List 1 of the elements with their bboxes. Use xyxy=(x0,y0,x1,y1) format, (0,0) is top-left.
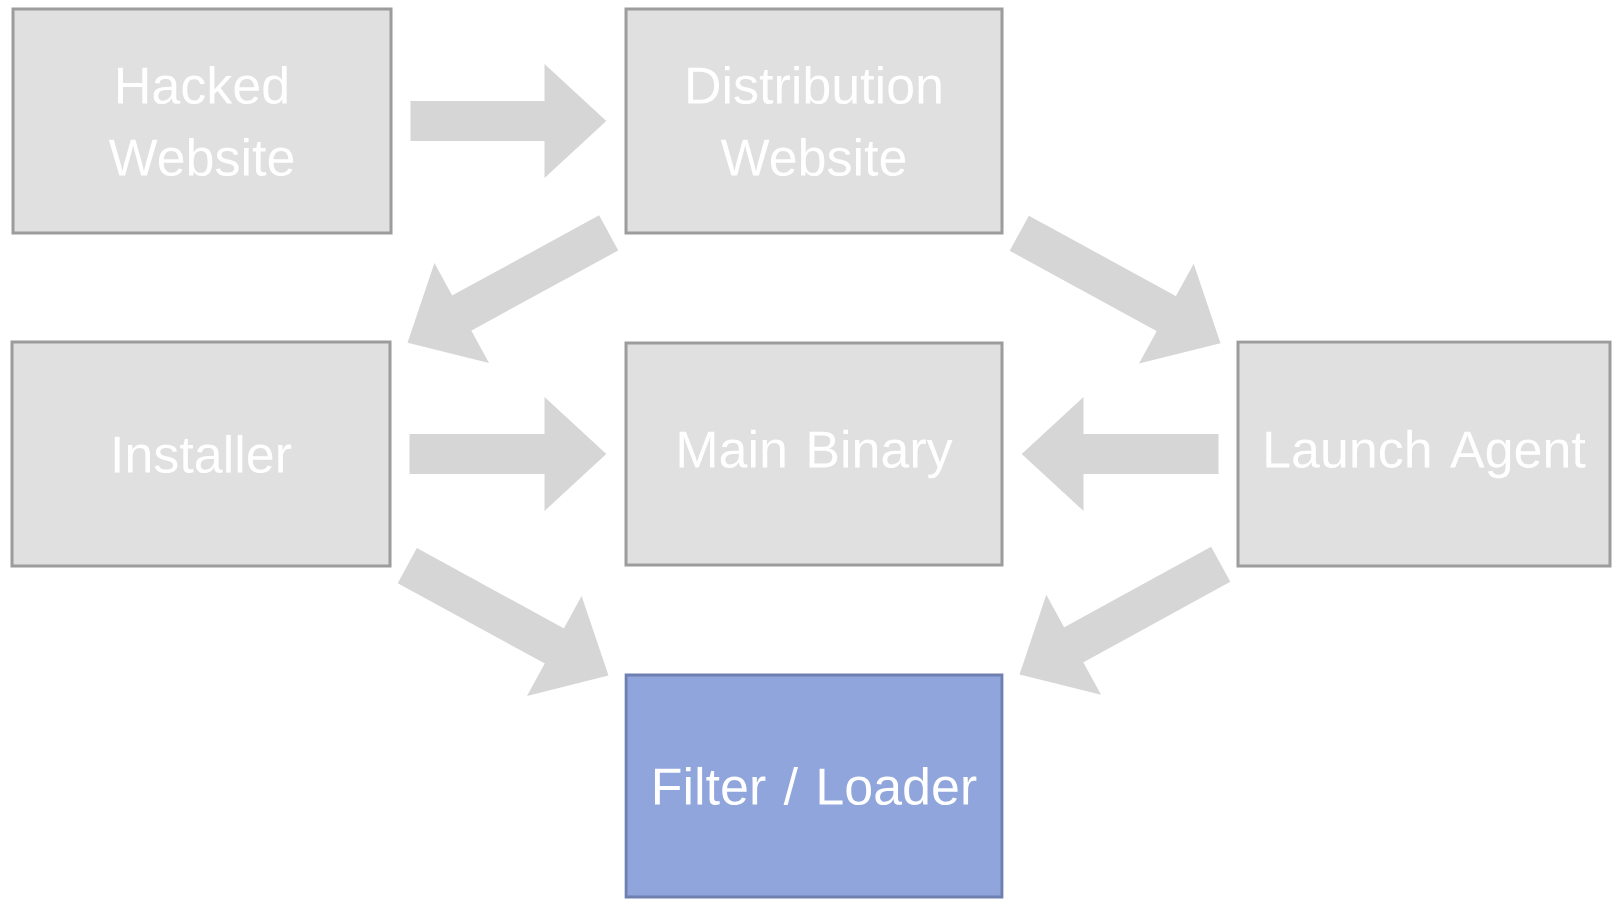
loader-box: Filter / Loader xyxy=(624,673,1004,899)
